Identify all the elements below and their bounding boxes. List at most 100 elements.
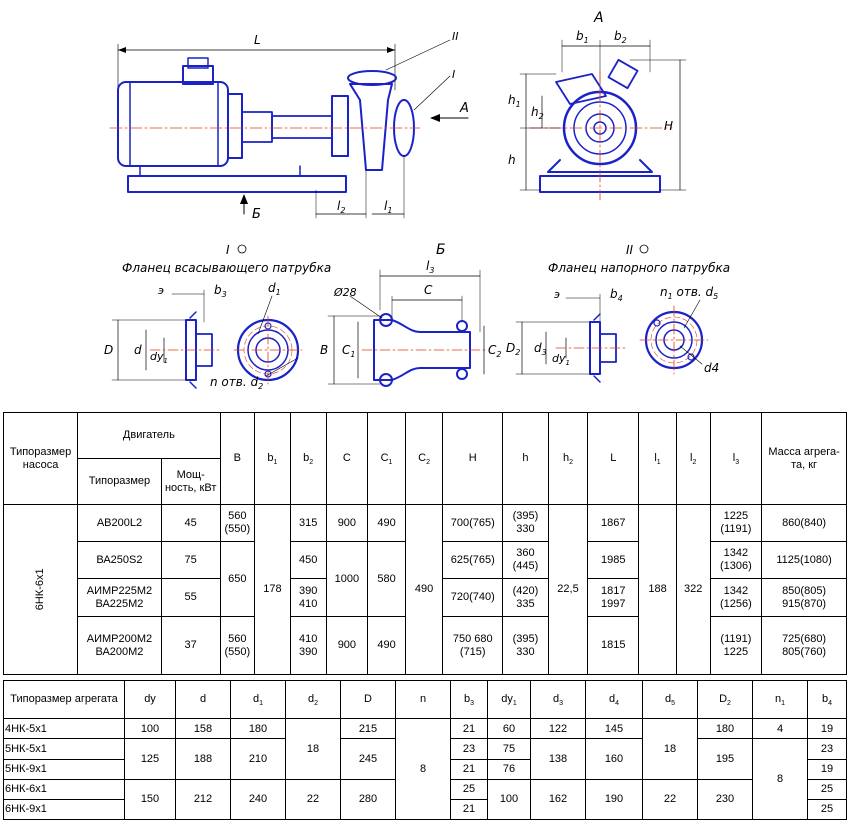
th-aggregate: Типоразмер агрегата [3,679,125,720]
flange-in-b3: b3 [214,283,227,299]
dim-l3: l3 [426,259,434,275]
flange-out-b4: b4 [610,287,623,303]
cell-b4: 25 [807,778,847,800]
cell-H: 625(765) [442,541,504,579]
cell-dy1: 75 [487,738,531,760]
flange-in-d: d [134,343,142,357]
cell-b2: 410 390 [289,616,327,675]
view-arrow-B: Б [252,207,261,222]
th-b1: b1 [254,412,291,505]
th-dy: dy [124,679,176,720]
table-row: 6НК-6х1 АВ200L2 45 560 (550) 178 315 900… [2,504,847,675]
flange-out-drawing [515,293,709,383]
technical-drawings: L II I A Б l2 l1 A b1 b2 h1 h2 h H I [104,10,730,391]
cell-d5: 18 [642,718,698,780]
cell-l3: 1225 (1191) [709,504,763,542]
flange-out-caption: Фланец напорного патрубка [548,261,730,275]
th-b3: b3 [450,679,488,720]
cell-l3: 1342 (1306) [709,541,763,579]
flange-in-D: D [104,343,113,357]
dim-h: h [508,153,516,167]
flange-in-caption: Фланец всасывающего патрубка [122,261,331,275]
cell-d1: 240 [230,778,286,821]
cell-b4: 19 [807,758,847,780]
cell-b2: 390 410 [289,578,327,617]
cell-aggregate: 6НК-6х1 [3,778,125,800]
cell-mass: 725(680) 805(760) [761,616,847,675]
cell-D: 280 [340,778,396,821]
th-C1: C1 [367,412,406,505]
cell-d3: 138 [530,738,586,780]
cell-l1: 188 [638,504,677,675]
main-unit-view [109,39,469,219]
flange-out-d4: d4 [704,361,719,375]
th-mass: Масса агрега-та, кг [761,412,847,505]
cell-d5: 22 [642,778,698,821]
cell-mass: 850(805) 915(870) [761,578,847,617]
cell-L: 1817 1997 [587,578,640,617]
unit-dimensions-table: Типоразмер насоса Двигатель B b1 b2 C C1… [2,412,847,675]
table-row: АИМР200М2 ВА200М2 37 560 (550) 410 390 9… [4,616,847,675]
th-n: n [395,679,451,720]
cell-d4: 190 [585,778,643,821]
dim-h1: h1 [508,93,521,109]
cell-D2: 180 [697,718,753,740]
dim-l1: l1 [384,199,392,215]
table-row: ВА250S2 75 650 450 1000 580 625(765) 360… [4,541,847,617]
cell-power: 45 [160,504,221,542]
th-d1: d1 [230,679,286,720]
cell-B: 560 (550) [219,504,256,542]
cell-L: 1985 [587,541,640,579]
cell-d: 188 [175,738,231,780]
th-engine: Двигатель [77,412,221,459]
cell-d3: 122 [530,718,586,740]
th-d: d [175,679,231,720]
cell-L: 1867 [587,504,640,542]
th-n1: n1 [752,679,808,720]
side-view-title: A [593,10,604,26]
flange-out-e: э [554,288,560,301]
label-II: II [452,30,459,43]
cell-d2: 18 [285,718,341,780]
th-l2: l2 [675,412,711,505]
th-B: B [219,412,256,505]
cell-type: ВА250S2 [77,541,162,579]
cell-H: 720(740) [442,578,504,617]
th-pump-type: Типоразмер насоса [2,412,79,505]
cell-d2: 22 [285,778,341,821]
cell-power: 37 [160,616,221,675]
th-h2: h2 [547,412,589,505]
cell-type: АВ200L2 [77,504,162,542]
view-marker-icon [639,244,649,254]
cell-b4: 25 [807,798,847,821]
th-d5: d5 [642,679,698,720]
th-D2: D2 [697,679,753,720]
label-I: I [452,68,455,81]
th-L: L [587,412,640,505]
table-row: 4НК-5х1 100 158 180 18 215 8 21 60 122 1… [3,718,847,820]
flange-out-d3: d3 [534,341,547,357]
cell-d1: 210 [230,738,286,780]
th-l1: l1 [638,412,677,505]
cell-aggregate: 6НК-9х1 [3,798,125,821]
cell-C: 900 [325,616,369,675]
flange-in-e: э [158,284,164,297]
cell-l3: 1342 (1256) [709,578,763,617]
cell-b2: 450 [289,541,327,579]
base-view-drawing [327,269,487,387]
dim-C: C [424,283,433,297]
cell-mass: 860(840) [761,504,847,542]
th-b4: b4 [807,679,847,720]
cell-d4: 160 [585,738,643,780]
cell-b1: 178 [254,504,291,675]
cell-dy: 125 [124,738,176,780]
cell-D: 215 [340,718,396,740]
cell-b4: 19 [807,718,847,740]
th-d4: d4 [585,679,643,720]
th-engine-power: Мощ-ность, кВт [160,458,221,505]
cell-b3: 21 [450,758,488,780]
cell-dy1: 60 [487,718,531,740]
th-b2: b2 [289,412,327,505]
cell-d3: 162 [530,778,586,821]
cell-C: 1000 [325,541,369,617]
